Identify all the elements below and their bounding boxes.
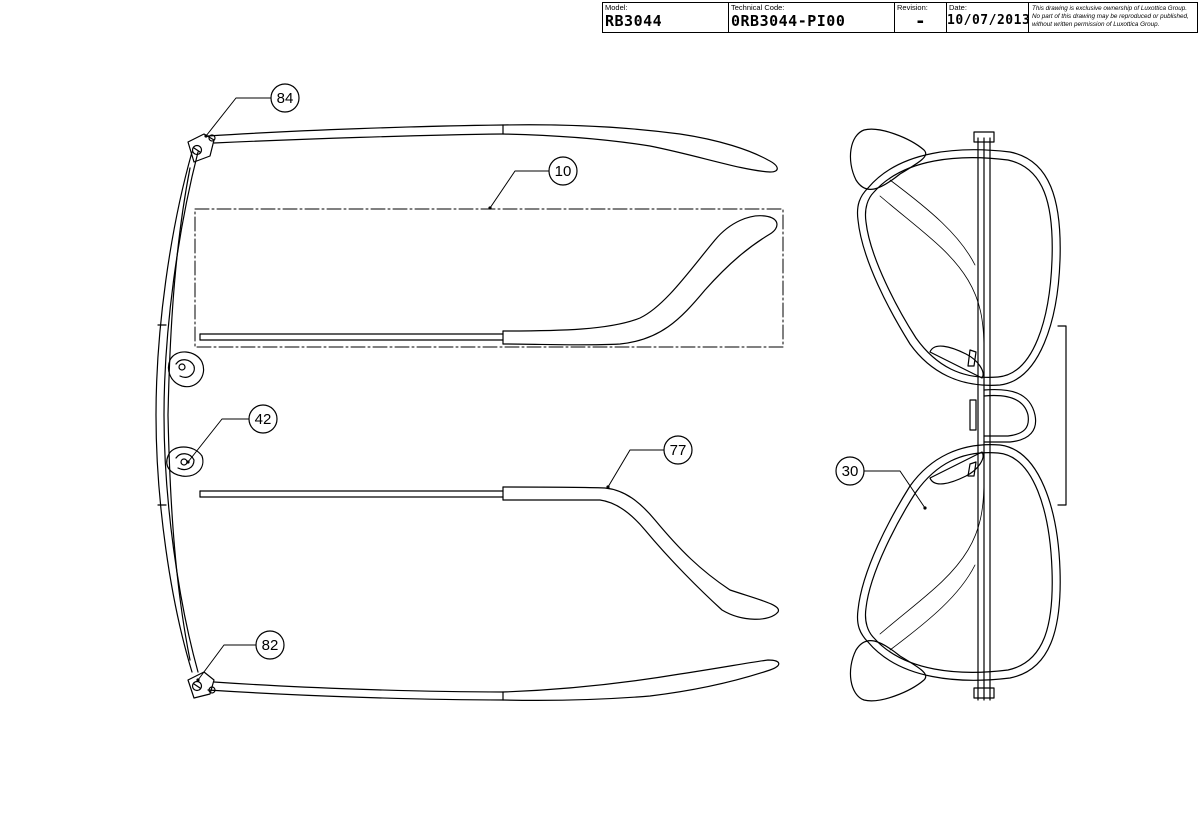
callout-82: 82 [255, 630, 285, 660]
lens-upper [856, 149, 1061, 386]
nose-pads-front [929, 345, 984, 485]
callout-84: 84 [270, 83, 300, 113]
callout-label: 82 [262, 637, 279, 654]
model-value: RB3044 [605, 12, 663, 30]
date-cell: Date: 10/07/2013 [947, 3, 1031, 32]
temple-tips-back [849, 128, 927, 702]
revision-value: - [914, 11, 927, 32]
model-cell: Model: RB3044 [603, 3, 729, 32]
date-value: 10/07/2013 [947, 13, 1031, 28]
callout-label: 42 [255, 411, 272, 428]
technical-code-cell: Technical Code: 0RB3044-PI00 [729, 3, 895, 32]
callout-30: 30 [835, 456, 865, 486]
hinge-top [187, 133, 216, 163]
temple-detail-10 [199, 215, 778, 346]
temple-bottom [207, 659, 780, 701]
callout-77: 77 [663, 435, 693, 465]
model-label: Model: [605, 3, 628, 12]
nose-pad-upper [167, 351, 205, 388]
callout-label: 77 [670, 442, 687, 459]
revision-cell: Revision: - [895, 3, 947, 32]
detail-frame-box [194, 208, 784, 348]
temple-top [207, 124, 778, 173]
temple-77 [199, 486, 779, 620]
technical-code-value: 0RB3044-PI00 [731, 12, 846, 30]
title-block: Model: RB3044 Technical Code: 0RB3044-PI… [602, 2, 1198, 33]
lens-lower [856, 444, 1061, 681]
ownership-note: This drawing is exclusive ownership of L… [1032, 5, 1189, 29]
revision-label: Revision: [897, 3, 928, 12]
date-label: Date: [949, 3, 967, 12]
front-frame-side [155, 151, 199, 673]
leader-lines [187, 97, 926, 681]
leader-dots [186, 134, 927, 682]
ownership-cell: This drawing is exclusive ownership of L… [1029, 3, 1197, 32]
callout-label: 10 [555, 163, 572, 180]
callout-10: 10 [548, 156, 578, 186]
bridge-center [969, 131, 1067, 701]
technical-code-label: Technical Code: [731, 3, 785, 12]
nose-pad-lower [166, 446, 204, 477]
callout-label: 84 [277, 90, 294, 107]
callout-label: 30 [842, 463, 859, 480]
callout-42: 42 [248, 404, 278, 434]
